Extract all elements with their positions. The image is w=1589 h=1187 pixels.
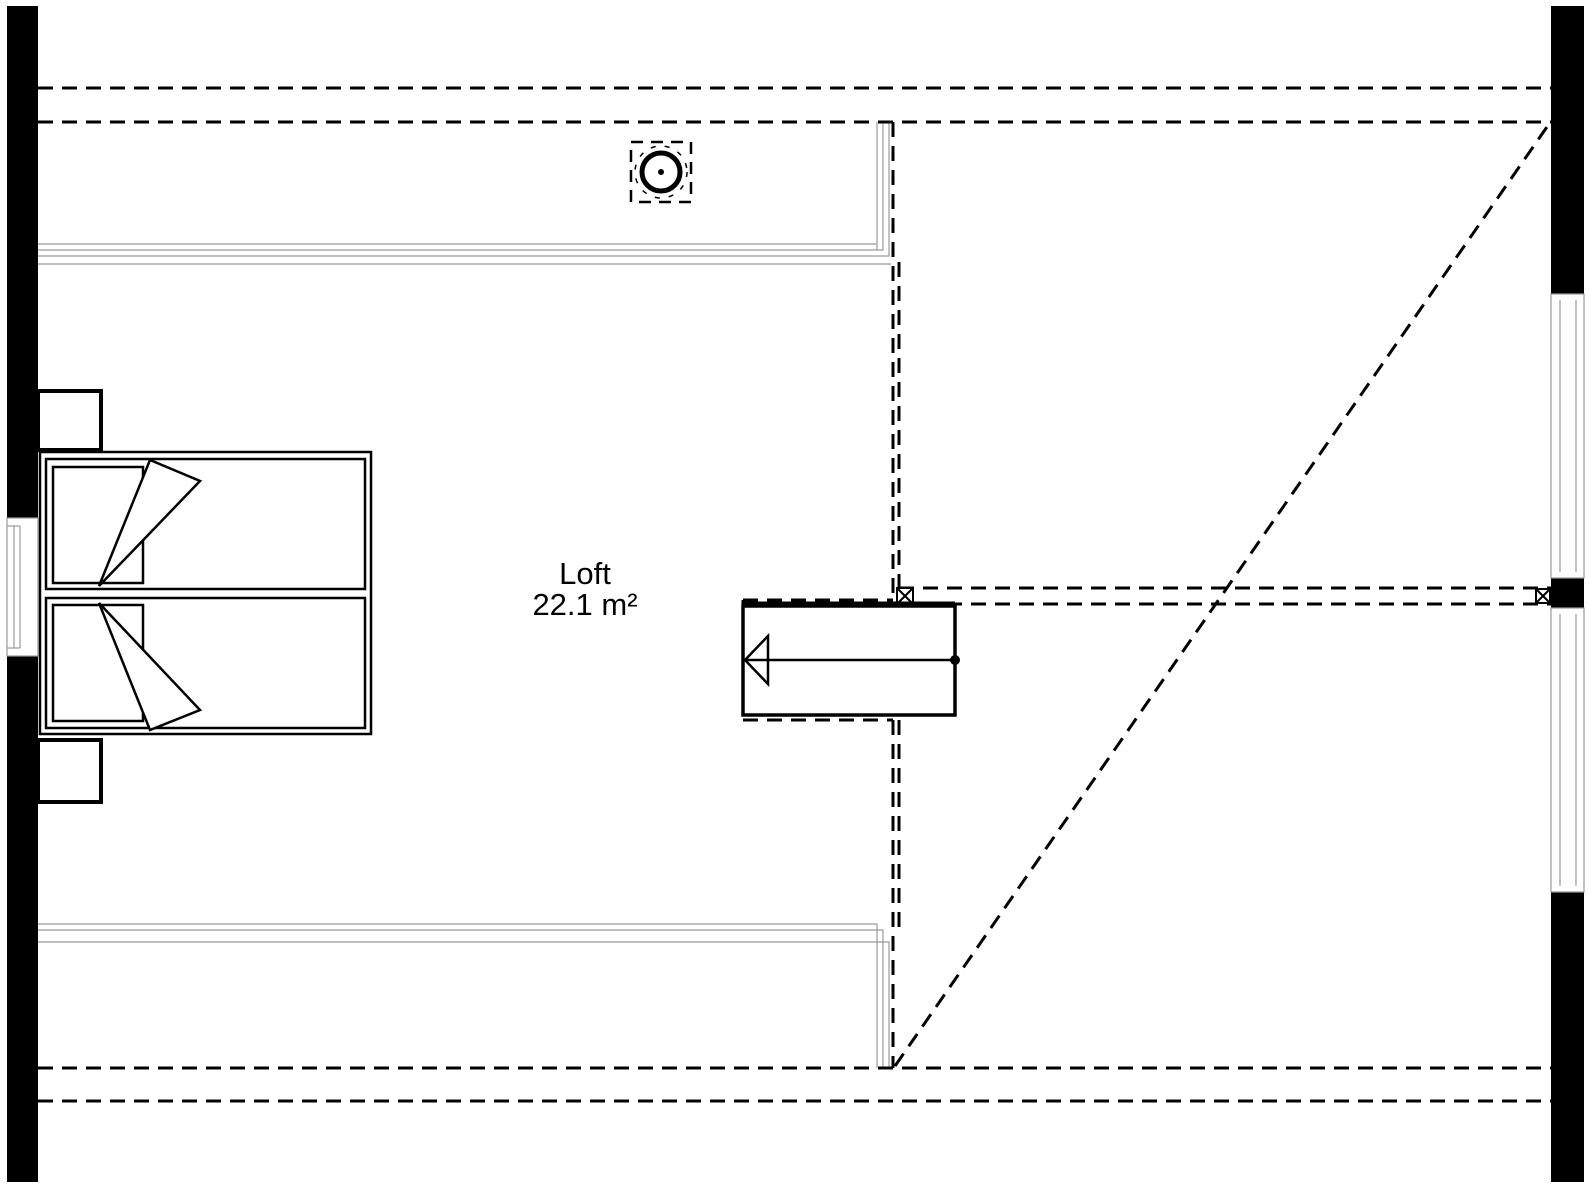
post-markers [896, 587, 1551, 605]
boxed-x-icon [896, 587, 914, 605]
room-area: 22.1 m² [532, 587, 638, 622]
room-name: Loft [559, 556, 611, 591]
knee-wall-bottom [38, 923, 890, 1068]
right-window-upper [1550, 293, 1585, 579]
staircase [741, 601, 960, 717]
right-wall-upper [1551, 6, 1584, 294]
left-arrow-icon [743, 632, 770, 688]
windows [6, 293, 1585, 893]
stair-start-dot [950, 655, 960, 665]
blanket-fold-top [97, 458, 203, 587]
ceiling-light-icon [629, 140, 693, 204]
left-window [6, 517, 39, 657]
roof-lines [38, 86, 1551, 1103]
right-wall-middle [1551, 578, 1584, 608]
exterior-walls [7, 6, 1584, 1182]
knee-walls [38, 122, 891, 1068]
blanket-fold-bottom [97, 602, 203, 732]
knee-wall-top [38, 122, 891, 265]
nightstand-top [36, 389, 103, 452]
boxed-x-icon [1535, 588, 1551, 604]
left-wall-lower [7, 656, 38, 1182]
bed [36, 389, 373, 804]
knee-wall-top-inner [38, 122, 890, 257]
room-label: Loft 22.1 m² [500, 558, 670, 620]
nightstand-bottom [36, 738, 103, 804]
left-wall-upper [7, 6, 38, 518]
right-wall-lower [1551, 892, 1584, 1182]
void-diagonal [893, 123, 1551, 1067]
right-window-lower [1550, 607, 1585, 893]
